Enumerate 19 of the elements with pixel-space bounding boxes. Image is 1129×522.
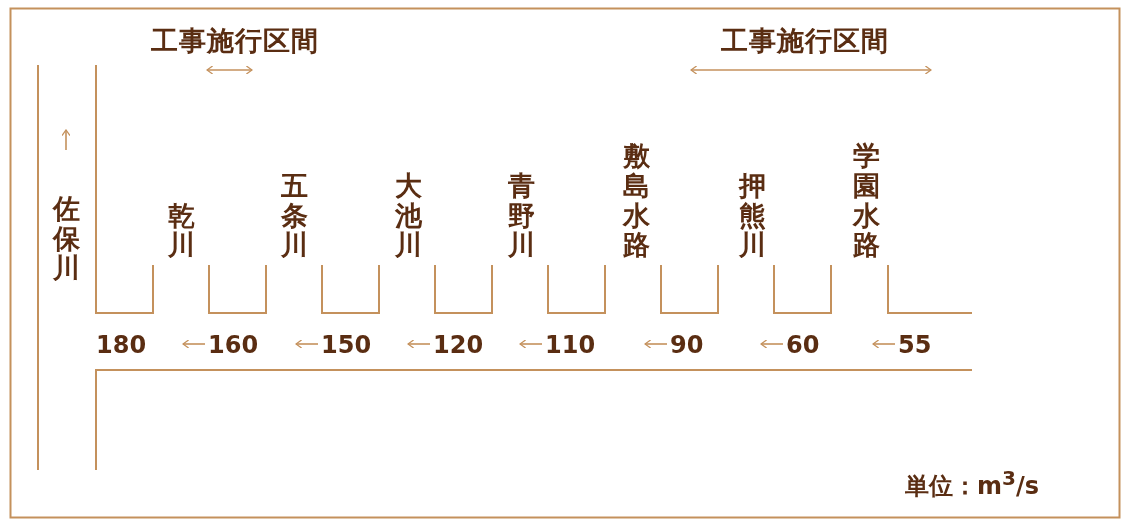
river-name: 五条川 [280, 170, 308, 260]
section-heading: 工事施行区間 [151, 27, 319, 54]
river-name: 青野川 [507, 170, 535, 260]
section-heading: 工事施行区間 [721, 27, 889, 54]
river-name: 敷島水路 [622, 141, 650, 260]
unit-note: 単位：m$^{3}$/s [905, 468, 1039, 498]
river-name: 押熊川 [738, 170, 766, 260]
flow-value: 150 [321, 333, 372, 357]
river-name: 乾川 [167, 200, 195, 260]
river-name: 大池川 [394, 170, 422, 260]
river-name: 学園水路 [852, 141, 880, 260]
flow-value: 160 [208, 333, 259, 357]
flow-value: 60 [786, 333, 820, 357]
river-name: 佐保川 [52, 193, 80, 283]
flow-value: 55 [898, 333, 932, 357]
flow-value: 110 [545, 333, 596, 357]
flow-value: 180 [96, 333, 147, 357]
flow-value: 90 [670, 333, 704, 357]
flow-value: 120 [433, 333, 484, 357]
